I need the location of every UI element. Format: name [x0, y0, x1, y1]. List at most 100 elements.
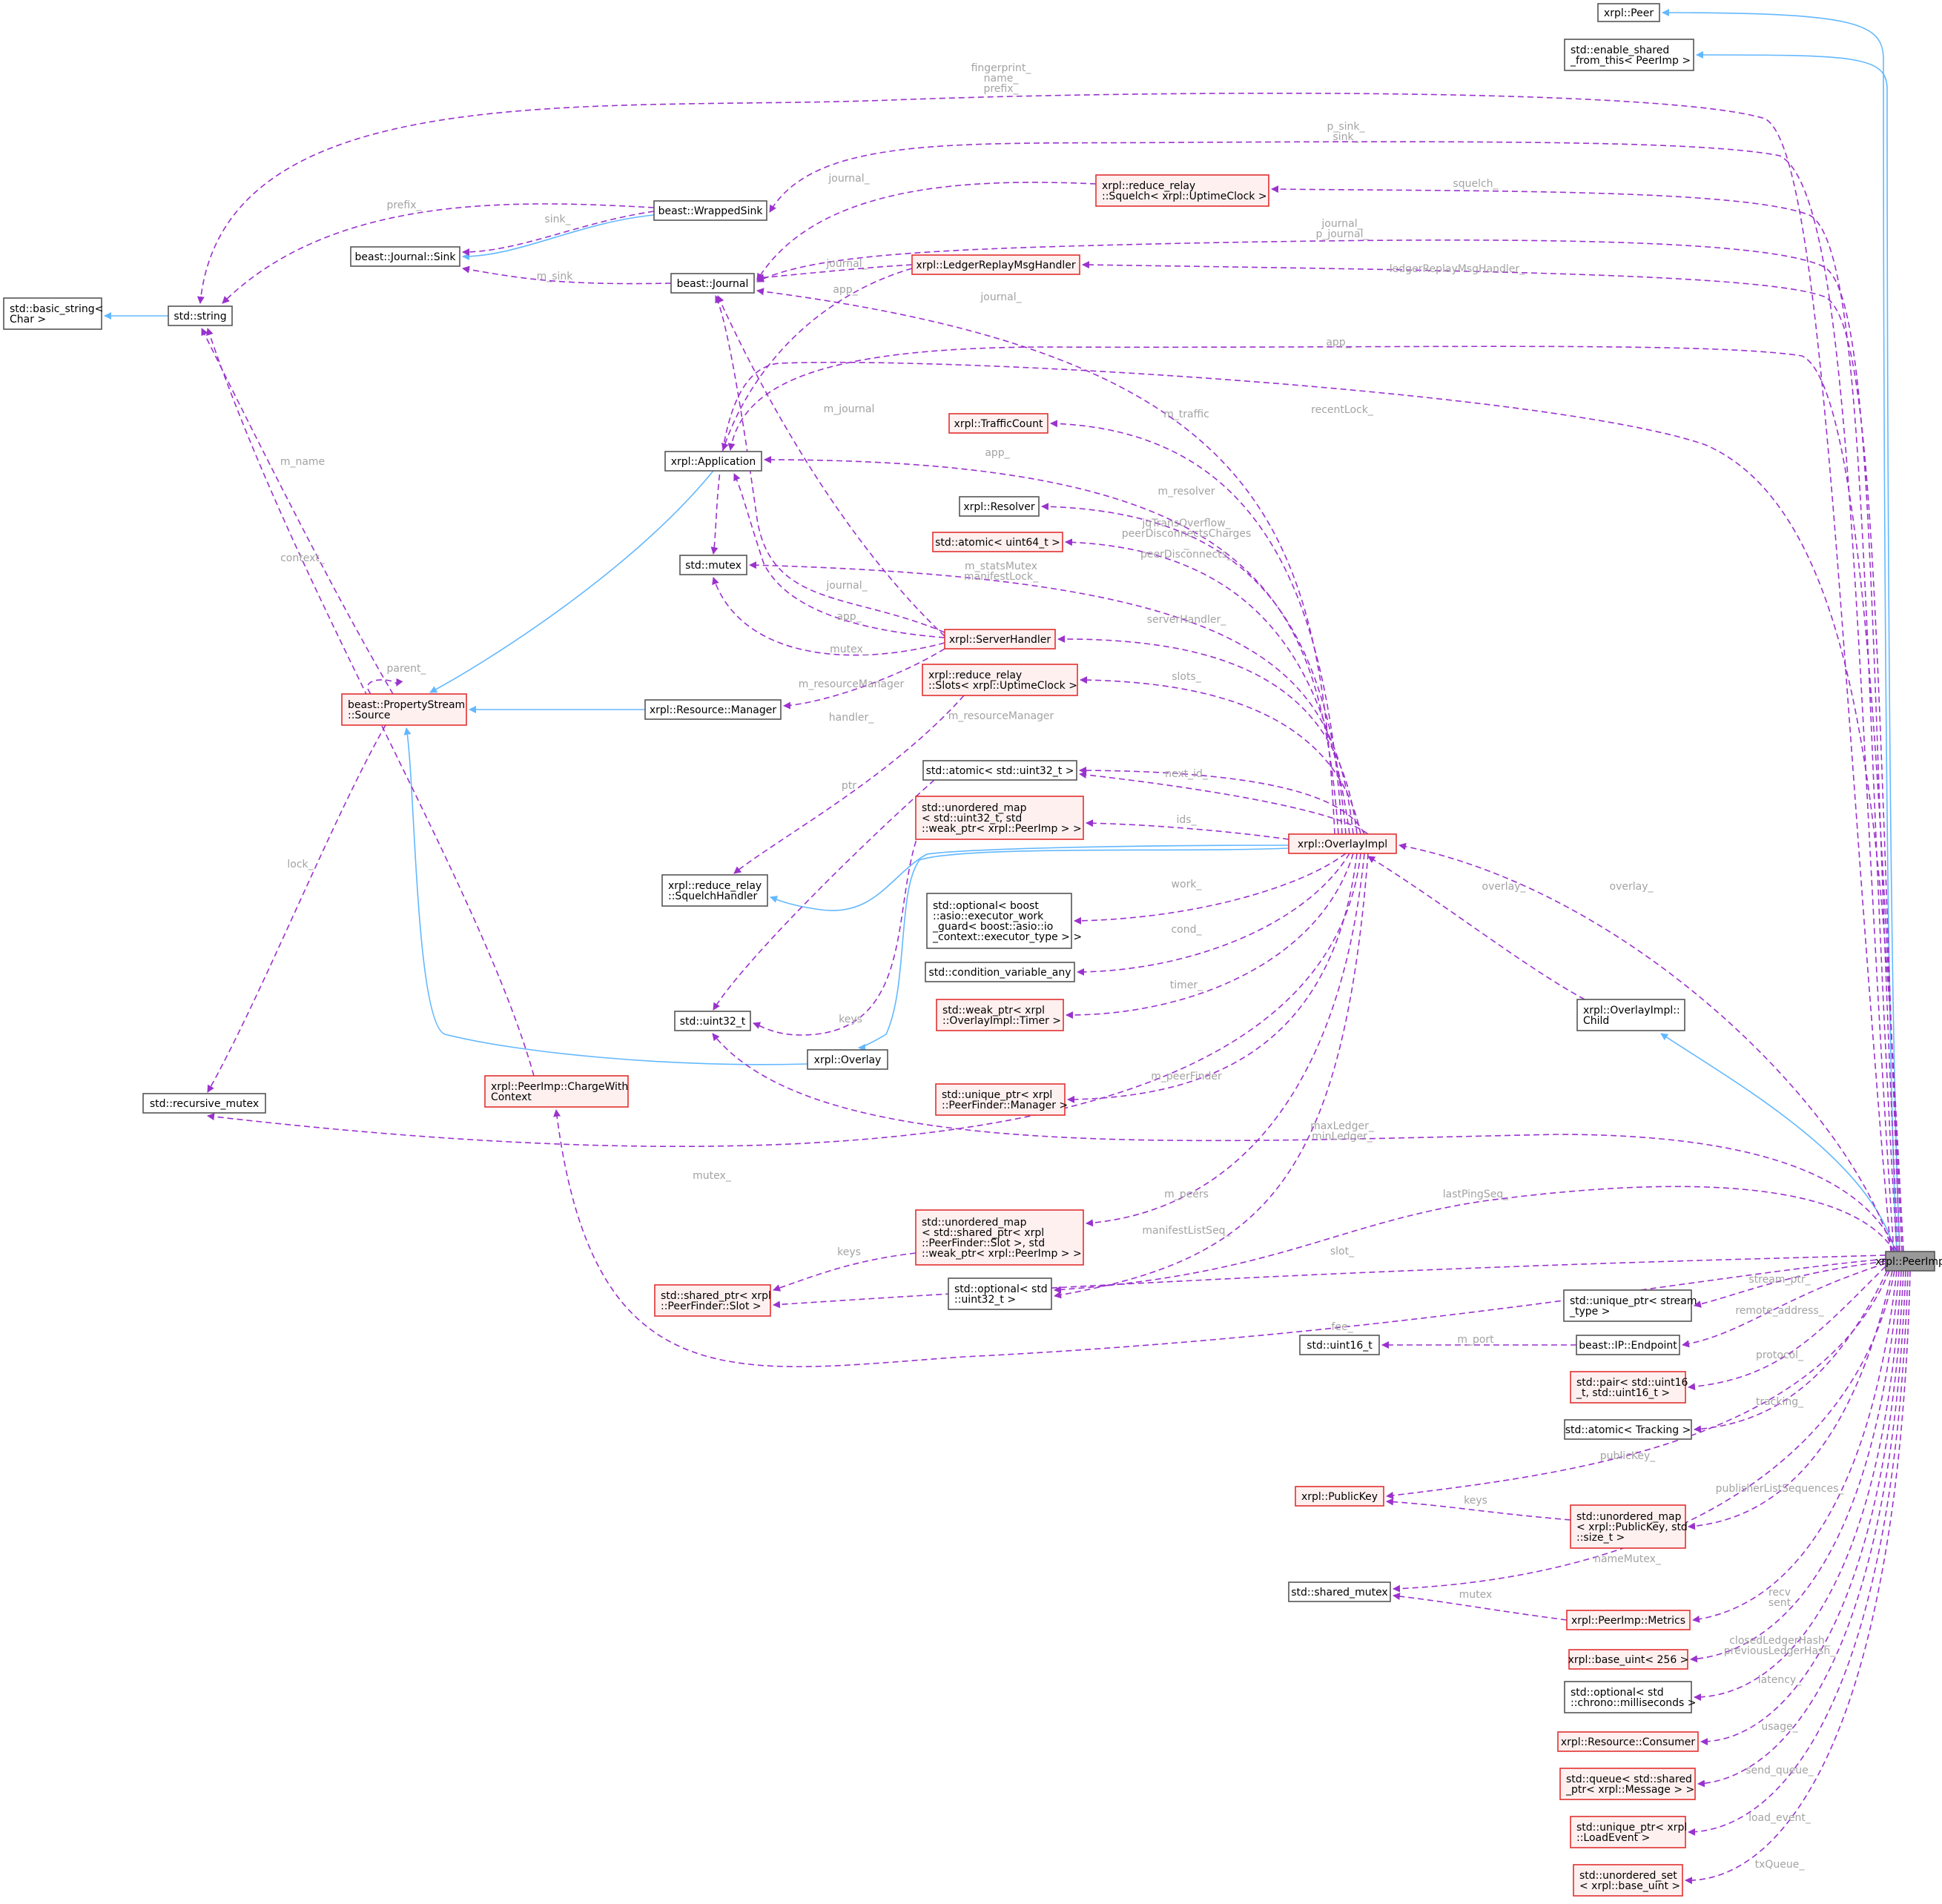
edge-journal-squelch	[756, 182, 1097, 281]
node-optional-work[interactable]: std::optional< boost::asio::executor_wor…	[926, 893, 1082, 949]
node-shared-mutex[interactable]: std::shared_mutex	[1288, 1581, 1391, 1602]
node-unique-load[interactable]: std::unique_ptr< xrpl::LoadEvent >	[1570, 1816, 1687, 1848]
edge-app-lr	[721, 268, 913, 451]
node-label: std::enable_shared	[1571, 44, 1669, 56]
edge-label-jq-overflow-2: peerDisconnectsCharges	[1122, 528, 1251, 540]
edge-overlayimpl-squelchhandler	[770, 844, 1289, 911]
node-label: _from_this< PeerImp >	[1570, 55, 1691, 67]
node-slots[interactable]: xrpl::reduce_relay::Slots< xrpl::UptimeC…	[922, 664, 1078, 696]
edge-label-txqueue: txQueue_	[1755, 1859, 1806, 1871]
edge-label-app-lr: app_	[833, 284, 858, 296]
edge-keys-slot	[773, 1252, 916, 1292]
node-basic-string[interactable]: std::basic_string<Char >	[3, 297, 103, 330]
edge-label-maxledger-2: minLedger_	[1312, 1131, 1373, 1143]
edge-label-m-journal: m_journal	[824, 403, 875, 415]
node-unique-stream[interactable]: std::unique_ptr< stream_type >	[1563, 1289, 1697, 1322]
node-propsource[interactable]: beast::PropertyStream::Source	[341, 693, 467, 726]
node-box	[959, 496, 1040, 517]
node-label: xrpl::OverlayImpl	[1298, 839, 1387, 850]
edge-label-m-traffic: m_traffic	[1163, 409, 1209, 420]
node-ledgerreplay[interactable]: xrpl::LedgerReplayMsgHandler	[911, 254, 1080, 275]
edge-label-slots: slots_	[1172, 671, 1202, 683]
node-trafficcount[interactable]: xrpl::TrafficCount	[948, 413, 1048, 434]
node-uint16[interactable]: std::uint16_t	[1299, 1335, 1380, 1355]
node-box	[948, 413, 1048, 434]
edge-timer	[1066, 853, 1354, 1019]
edge-label-work: work_	[1172, 879, 1203, 890]
node-squelch[interactable]: xrpl::reduce_relay::Squelch< xrpl::Uptim…	[1095, 174, 1269, 207]
node-resmanager[interactable]: xrpl::Resource::Manager	[644, 699, 782, 720]
node-label: std::basic_string<	[10, 303, 103, 315]
edge-label-mutex-rm: mutex_	[693, 1170, 732, 1182]
node-unique-peerfinder[interactable]: std::unique_ptr< xrpl::PeerFinder::Manag…	[935, 1083, 1068, 1116]
node-optional-ms[interactable]: std::optional< std::chrono::milliseconds…	[1564, 1681, 1697, 1713]
node-metrics[interactable]: xrpl::PeerImp::Metrics	[1566, 1610, 1691, 1630]
node-queue[interactable]: std::queue< std::shared_ptr< xrpl::Messa…	[1559, 1768, 1696, 1800]
node-sink[interactable]: beast::Journal::Sink	[350, 246, 460, 267]
node-label: std::uint32_t	[680, 1016, 746, 1028]
node-label: std::mutex	[685, 560, 742, 572]
node-base-uint[interactable]: xrpl::base_uint< 256 >	[1568, 1649, 1689, 1670]
edge-label-journal-squelch: journal_	[828, 173, 870, 185]
node-uset[interactable]: std::unordered_set< xrpl::base_uint >	[1573, 1864, 1683, 1897]
node-label: ::Slots< xrpl::UptimeClock >	[928, 680, 1077, 692]
node-endpoint[interactable]: beast::IP::Endpoint	[1576, 1335, 1680, 1355]
node-weak-timer[interactable]: std::weak_ptr< xrpl::OverlayImpl::Timer …	[936, 999, 1064, 1031]
node-box	[1568, 1649, 1688, 1670]
edge-label-overlay-peer: overlay_	[1610, 881, 1654, 893]
edge-overlay-peer	[1398, 842, 1893, 1252]
node-box	[644, 699, 782, 720]
edge-label-context: context_	[280, 552, 326, 564]
node-pair[interactable]: std::pair< std::uint16_t, std::uint16_t …	[1570, 1371, 1688, 1404]
node-child[interactable]: xrpl::OverlayImpl::Child	[1576, 999, 1685, 1031]
node-condvar[interactable]: std::condition_variable_any	[925, 962, 1075, 982]
node-resolver[interactable]: xrpl::Resolver	[959, 496, 1040, 517]
node-journal[interactable]: beast::Journal	[670, 273, 755, 294]
node-umap-pub[interactable]: std::unordered_map< xrpl::PublicKey, std…	[1570, 1504, 1688, 1549]
edge-label-next-id: next_id_	[1165, 768, 1209, 780]
node-umap-slots[interactable]: std::unordered_map< std::shared_ptr< xrp…	[915, 1209, 1084, 1266]
edge-manifestlist	[1054, 853, 1369, 1299]
node-overlay[interactable]: xrpl::Overlay	[807, 1049, 888, 1070]
node-publickey[interactable]: xrpl::PublicKey	[1295, 1486, 1384, 1507]
node-box	[1885, 1251, 1935, 1272]
node-label: beast::IP::Endpoint	[1579, 1340, 1677, 1352]
node-peer[interactable]: xrpl::Peer	[1597, 3, 1660, 22]
node-optional-u32[interactable]: std::optional< std::uint32_t >	[948, 1277, 1052, 1310]
node-label: xrpl::Resource::Consumer	[1561, 1736, 1696, 1748]
edge-label-keys-pub: keys	[1464, 1495, 1487, 1507]
node-serverhandler[interactable]: xrpl::ServerHandler	[944, 629, 1056, 649]
edge-m-name	[201, 328, 394, 695]
node-squelchhandler[interactable]: xrpl::reduce_relay::SquelchHandler	[661, 874, 768, 907]
node-label: ::PeerFinder::Slot >	[661, 1300, 762, 1312]
edge-label-m-resmanager-ov: m_resourceManager	[948, 710, 1054, 722]
node-uint32[interactable]: std::uint32_t	[674, 1011, 751, 1031]
node-umap-peers[interactable]: std::unordered_map< std::uint32_t, std::…	[915, 796, 1084, 840]
node-application[interactable]: xrpl::Application	[664, 451, 762, 472]
edge-overlay-propsource	[403, 727, 808, 1065]
node-atomic32[interactable]: std::atomic< std::uint32_t >	[922, 760, 1077, 781]
edge-label-overlay-child: overlay_	[1482, 881, 1527, 893]
edge-journal-overlayimpl	[756, 288, 1335, 835]
edge-label-app-sh: app_	[836, 611, 862, 623]
node-consumer[interactable]: xrpl::Resource::Consumer	[1557, 1731, 1699, 1752]
node-box	[674, 1011, 751, 1031]
node-atomic-tracking[interactable]: std::atomic< Tracking >	[1564, 1419, 1692, 1440]
node-string[interactable]: std::string	[168, 305, 233, 326]
node-label: _type >	[1569, 1306, 1610, 1318]
node-wrappedsink[interactable]: beast::WrappedSink	[653, 200, 767, 221]
node-overlayimpl[interactable]: xrpl::OverlayImpl	[1288, 833, 1397, 854]
node-mutex[interactable]: std::mutex	[679, 555, 747, 575]
node-label: xrpl::PeerImp::ChargeWith	[491, 1081, 628, 1093]
node-box	[1564, 39, 1694, 71]
node-label: beast::Journal	[677, 278, 749, 290]
edge-handler	[733, 695, 965, 874]
node-label: < std::shared_ptr< xrpl	[922, 1227, 1044, 1239]
node-esft[interactable]: std::enable_shared_from_this< PeerImp >	[1564, 39, 1694, 71]
edge-label-m-statsmutex-2: manifestLock_	[964, 571, 1039, 583]
node-atomic64[interactable]: std::atomic< uint64_t >	[932, 532, 1063, 552]
node-recursive-mutex[interactable]: std::recursive_mutex	[142, 1093, 266, 1114]
node-shared-slot[interactable]: std::shared_ptr< xrpl::PeerFinder::Slot …	[654, 1284, 771, 1317]
node-peerimp[interactable]: xrpl::PeerImp	[1875, 1251, 1942, 1272]
